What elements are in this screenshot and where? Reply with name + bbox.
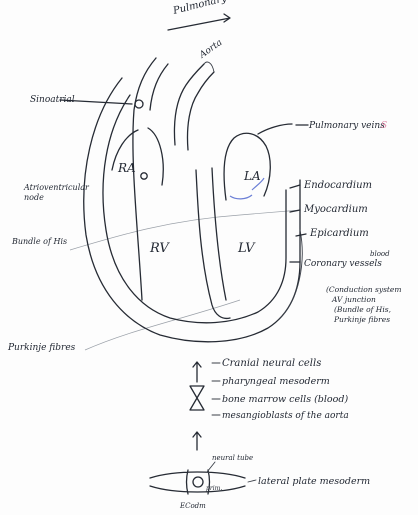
lineage-hourglass (190, 386, 204, 410)
label-ra: RA (117, 161, 136, 175)
label-purkinje-fibres: Purkinje fibres (7, 343, 76, 353)
label-blood: blood (370, 250, 390, 258)
label-conduction-2: AV junction (331, 295, 376, 304)
lineage-arrow-2 (193, 432, 201, 450)
label-conduction-1: (Conduction system (326, 285, 401, 294)
pulmonary-vein (258, 124, 292, 134)
embryo-sketch (150, 470, 245, 494)
label-conduction-3: (Bundle of His, (334, 305, 391, 314)
label-rv: RV (149, 241, 170, 256)
heart-inner-wall (103, 95, 286, 323)
label-la: LA (243, 169, 261, 183)
label-coronary-vessels: Coronary vessels (304, 259, 382, 269)
left-atrium-wall (224, 133, 270, 200)
heart-outer-wall (84, 78, 300, 342)
label-pulmonary-artery: Pulmonary artery. (171, 0, 263, 17)
label-conduction-4: Purkinje fibres (333, 315, 390, 324)
label-bone-marrow-cells: bone marrow cells (blood) (222, 394, 348, 405)
label-small-2: ECodm (179, 502, 206, 510)
pulmonary-artery-wall-right (150, 64, 168, 110)
epicardium-line (278, 230, 302, 320)
arrow-pulmonary-artery (168, 14, 230, 30)
label-bundle-of-his: Bundle of His (11, 237, 67, 246)
label-lateral-plate-mesoderm: lateral plate mesoderm (258, 476, 370, 487)
neural-tube-circle (193, 477, 203, 487)
septum-right-edge (212, 168, 226, 300)
purkinje-leader (85, 300, 240, 350)
label-neural-tube: neural tube (212, 454, 253, 462)
sinoatrial-node (135, 100, 143, 108)
neural-tube-arrow (207, 462, 215, 472)
arrow-endocardium (290, 185, 300, 188)
label-myocardium: Myocardium (303, 204, 368, 215)
label-av-node-1: Atrioventricular (23, 183, 90, 192)
lineage-arrow-1 (193, 362, 201, 382)
label-epicardium: Epicardium (309, 228, 369, 239)
aorta-wall-right (187, 72, 214, 150)
label-cranial-neural-cells: Cranial neural cells (222, 358, 321, 369)
label-av-node-2: node (24, 193, 44, 202)
aorta-arch (204, 62, 214, 72)
label-small-1: prim. (206, 485, 222, 492)
lateral-plate-arrow (248, 480, 256, 482)
label-pharyngeal-mesoderm: pharyngeal mesoderm (222, 376, 330, 387)
label-pulmonary-veins-mark: S (381, 121, 387, 131)
label-pulmonary-veins: Pulmonary veins (308, 121, 385, 131)
label-mesangioblasts: mesangioblasts of the aorta (222, 411, 349, 421)
label-lv: LV (237, 241, 256, 256)
right-atrium-wall (112, 128, 163, 185)
label-endocardium: Endocardium (303, 180, 372, 191)
label-aorta: Aorta (197, 38, 224, 61)
small-arrows (212, 363, 220, 415)
aorta-wall-left (174, 64, 204, 145)
av-node (141, 173, 147, 179)
label-sinoatrial: Sinoatrial (30, 95, 75, 105)
